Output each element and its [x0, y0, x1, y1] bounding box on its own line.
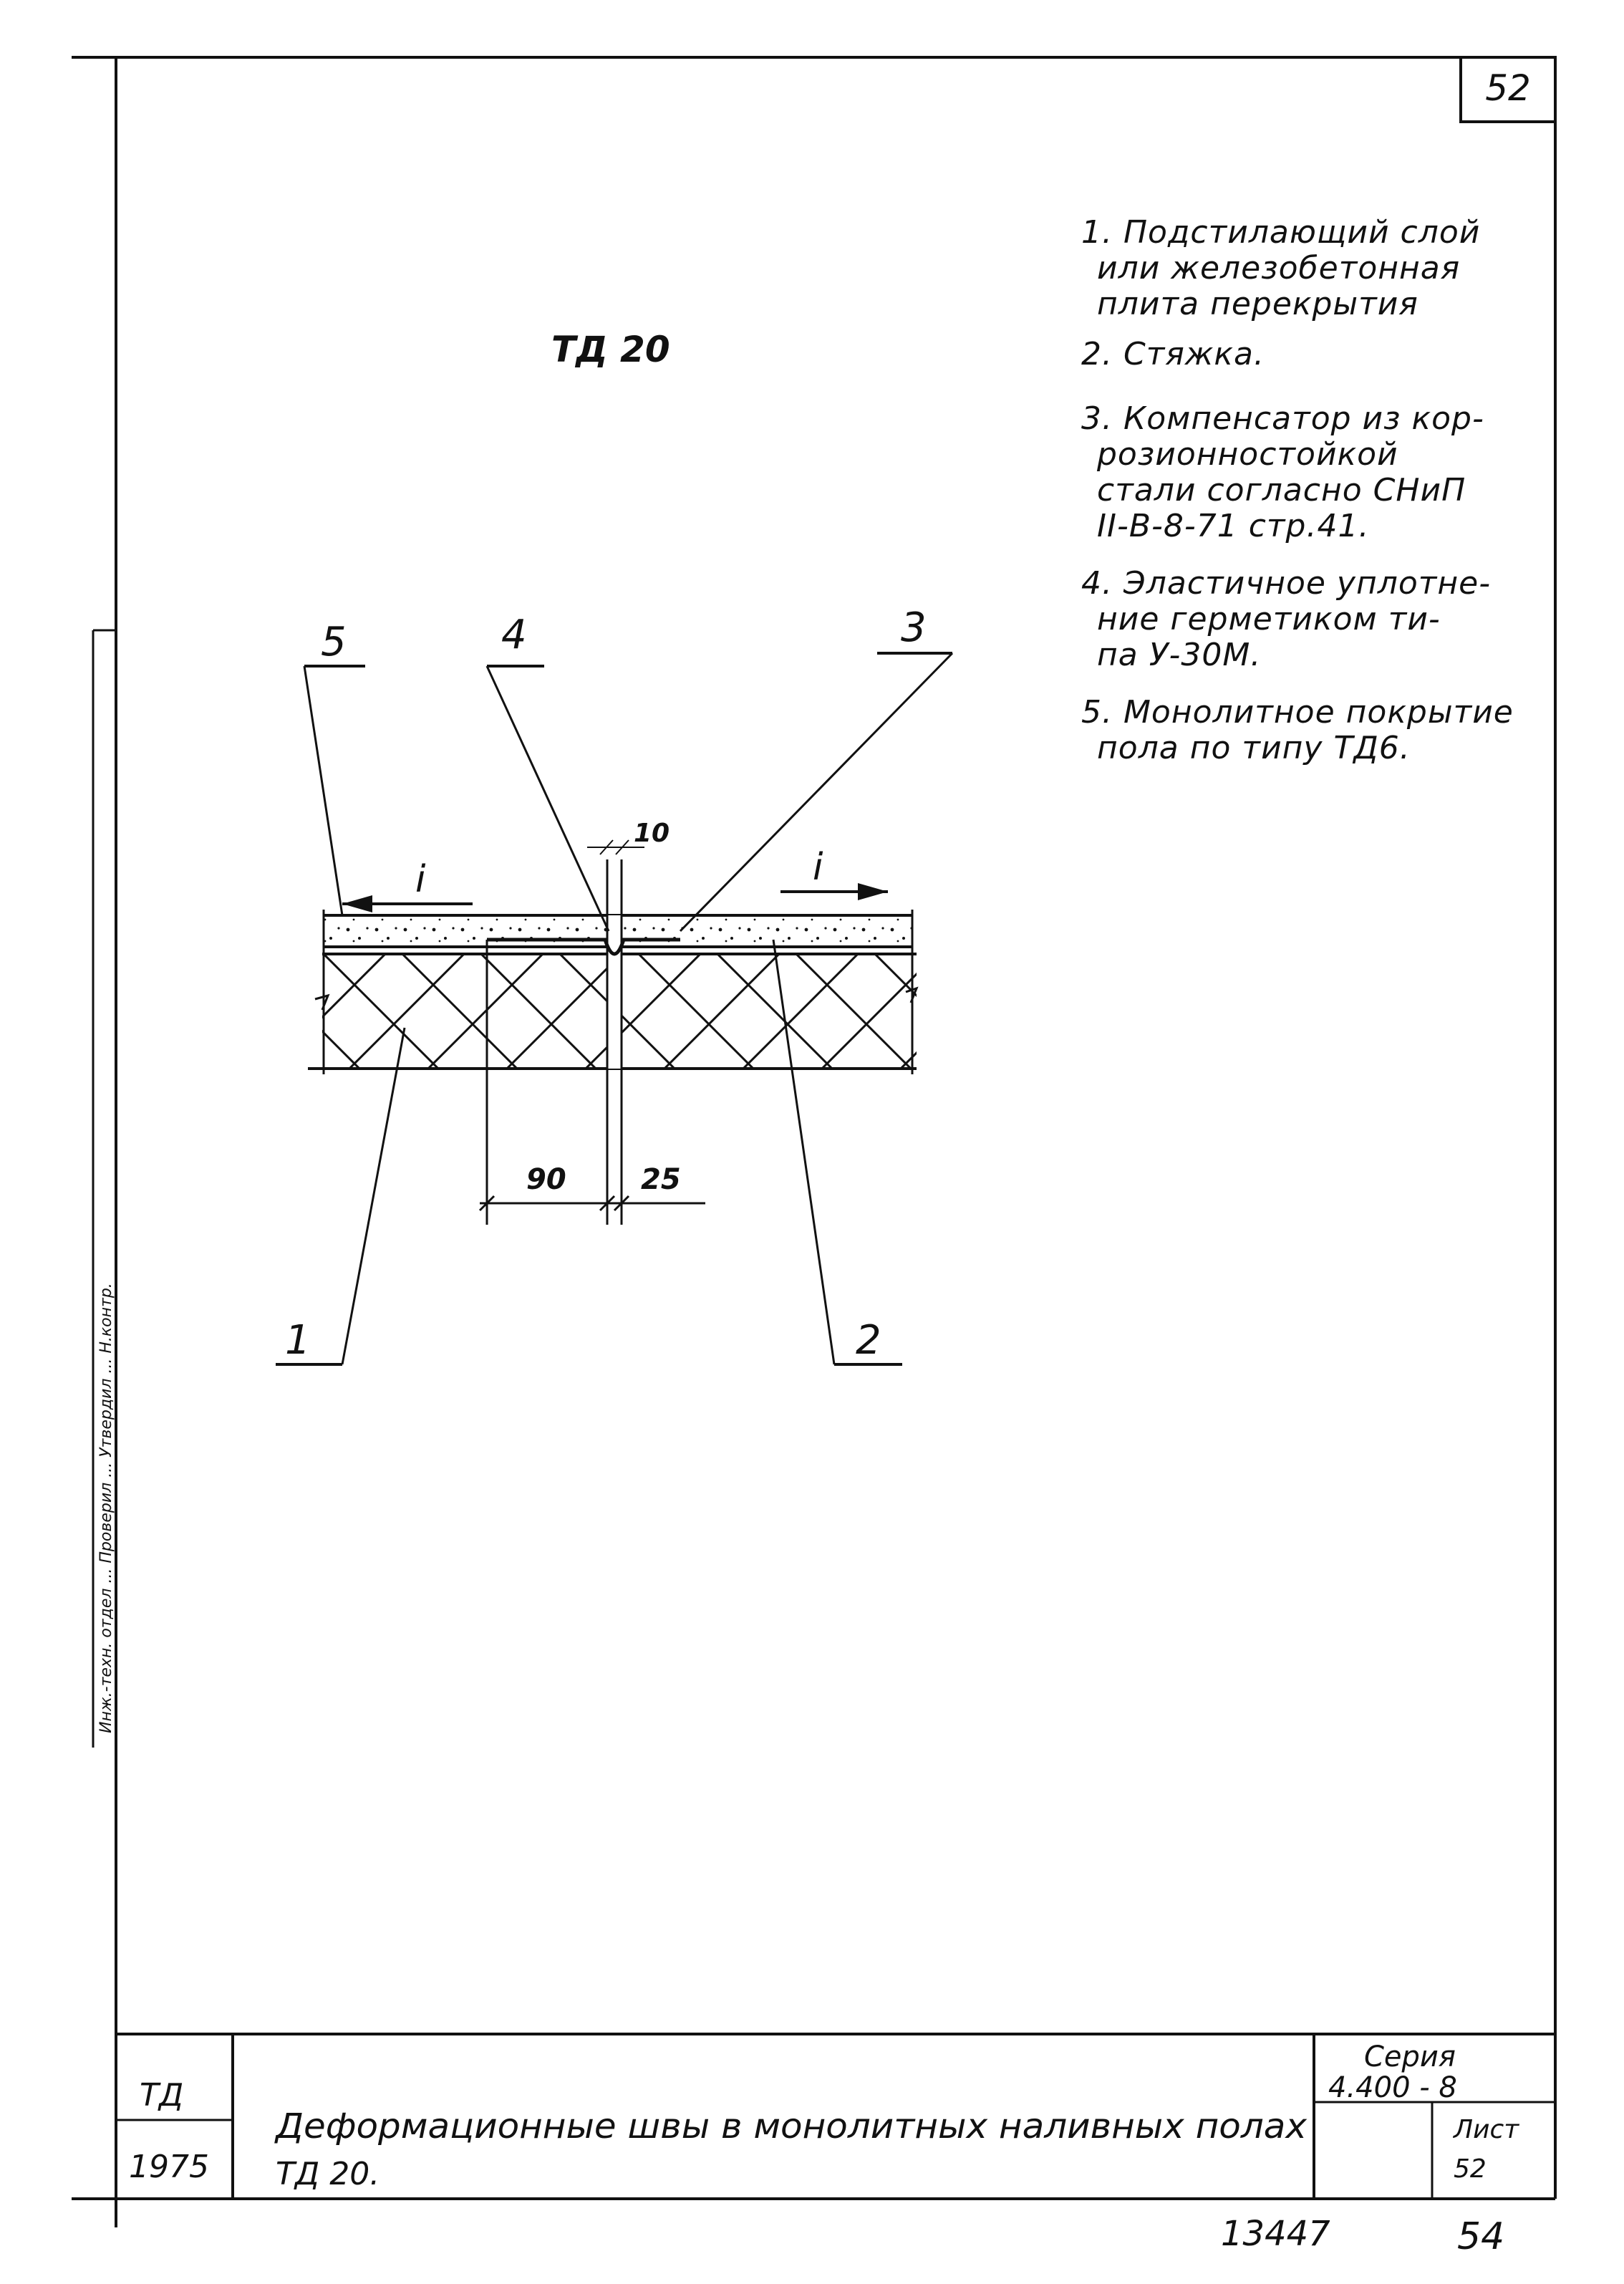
tb-title-line1: Деформационные швы в монолитных наливных…	[274, 2106, 1308, 2146]
drawing-frame	[72, 56, 1557, 2227]
dim-offset: 25	[641, 1163, 681, 1196]
legend-item-2: 2. Стяжка.	[1081, 337, 1540, 372]
callout-5: 5	[321, 619, 347, 665]
legend-line: 2. Стяжка.	[1081, 336, 1265, 372]
tb-sheet-label: Лист	[1452, 2115, 1519, 2144]
dim-width: 90	[526, 1163, 566, 1196]
legend-line: пола по типу ТД6.	[1097, 730, 1411, 766]
slope-label-right: i	[813, 846, 823, 889]
legend-line: ние герметиком ти-	[1097, 601, 1441, 637]
archive-number: 13447	[1221, 2214, 1330, 2254]
legend-line: 1. Подстилающий слой	[1081, 214, 1481, 251]
tb-title-line2: ТД 20.	[276, 2156, 380, 2192]
legend-line: II-В-8-71 стр.41.	[1097, 508, 1370, 544]
legend-line: или железобетонная	[1097, 250, 1461, 286]
side-stamp: Инж.-техн. отдел ... Проверил ... Утверд…	[92, 629, 116, 1748]
joint-gap	[607, 915, 622, 1069]
dim-gap: 10	[634, 819, 670, 848]
tb-series-label: Серия	[1364, 2040, 1456, 2073]
compensator	[487, 938, 680, 956]
legend-line: па У-30М.	[1097, 637, 1262, 673]
legend-line: розионностойкой	[1097, 436, 1398, 473]
slope-label-left: i	[415, 858, 426, 901]
detail-title: ТД 20	[551, 329, 670, 370]
title-block	[116, 2033, 1555, 2199]
section-drawing: i i 10 90 25 5 4 3 1 2	[276, 604, 954, 1366]
legend-line: 3. Компенсатор из кор-	[1081, 400, 1484, 437]
tb-code: ТД	[140, 2077, 183, 2114]
legend-item-4: 4. Эластичное уплотне-ние герметиком ти-…	[1081, 566, 1540, 673]
page-number: 54	[1457, 2215, 1504, 2258]
sheet-number-box: 52	[1459, 56, 1557, 123]
side-stamp-text: Инж.-техн. отдел ... Проверил ... Утверд…	[97, 1283, 115, 1733]
slope-arrow-right	[858, 883, 888, 900]
sheet-number: 52	[1485, 67, 1531, 109]
tb-year: 1975	[129, 2149, 209, 2185]
legend-line: 4. Эластичное уплотне-	[1081, 565, 1492, 602]
callout-3: 3	[901, 604, 927, 651]
legend-line: стали согласно СНиП	[1097, 472, 1466, 509]
callout-2: 2	[856, 1317, 881, 1364]
legend-line: 5. Монолитное покрытие	[1081, 694, 1514, 731]
tb-sheet-value: 52	[1454, 2154, 1487, 2184]
slope-arrow-left	[342, 895, 372, 912]
callout-1: 1	[285, 1317, 311, 1364]
callout-4: 4	[501, 612, 527, 658]
legend-line: плита перекрытия	[1097, 286, 1418, 322]
tb-series-value: 4.400 - 8	[1328, 2071, 1457, 2104]
